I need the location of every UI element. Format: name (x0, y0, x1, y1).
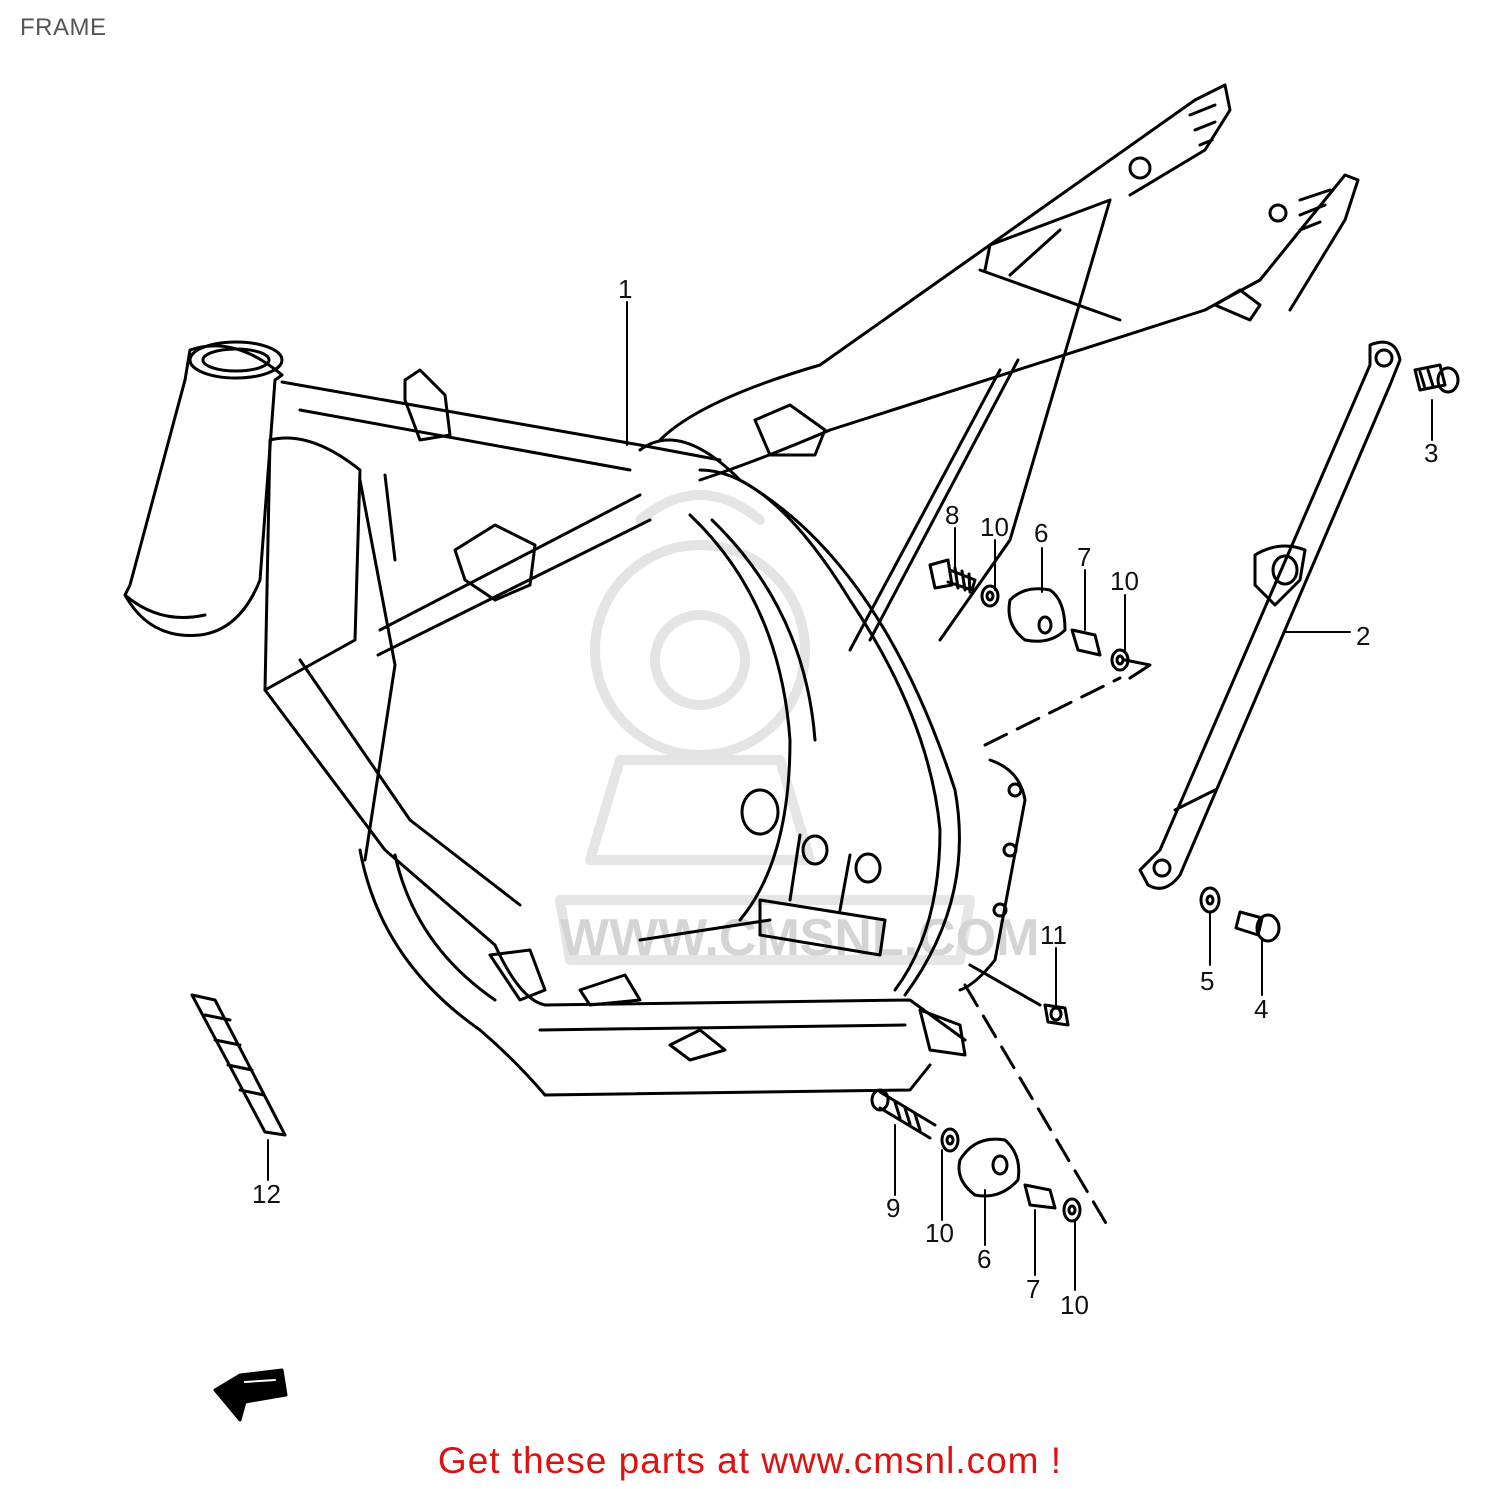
bolt-3 (1413, 363, 1460, 394)
watermark-text: WWW.CMSNL.COM (560, 909, 1039, 967)
page-title: FRAME (20, 14, 107, 41)
upper-mount-set (928, 558, 1152, 747)
front-arrow-icon (213, 1368, 288, 1422)
washer-5 (1199, 886, 1221, 914)
callout-10c: 10 (925, 1218, 954, 1248)
callout-2: 2 (1356, 621, 1370, 651)
leader-lines (267, 301, 1433, 1291)
callout-1: 1 (618, 274, 632, 304)
callout-3: 3 (1424, 438, 1438, 468)
callout-8: 8 (945, 500, 959, 530)
decal-12 (190, 993, 287, 1137)
watermark (555, 490, 975, 965)
callout-11: 11 (1040, 920, 1067, 950)
callout-4: 4 (1254, 994, 1268, 1024)
nut-11 (968, 963, 1070, 1027)
bolt-4 (1234, 910, 1281, 943)
frame-parts-diagram: WWW.CMSNL.COM (123, 83, 1460, 1422)
callout-7a: 7 (1077, 542, 1091, 572)
main-frame (123, 83, 1360, 1097)
callout-12: 12 (252, 1179, 281, 1209)
rear-strut (1138, 340, 1402, 890)
callout-6a: 6 (1034, 518, 1048, 548)
callout-10a: 10 (980, 512, 1009, 542)
callouts: 1 2 3 4 5 6 6 7 7 8 9 10 10 10 10 11 12 (252, 274, 1438, 1320)
callout-7b: 7 (1026, 1274, 1040, 1304)
parts-link-footer[interactable]: Get these parts at www.cmsnl.com ! (437, 1440, 1063, 1481)
callout-10b: 10 (1110, 566, 1139, 596)
callout-9: 9 (886, 1193, 900, 1223)
callout-6b: 6 (977, 1244, 991, 1274)
callout-10d: 10 (1060, 1290, 1089, 1320)
lower-mount-set (870, 983, 1112, 1232)
callout-5: 5 (1200, 966, 1214, 996)
